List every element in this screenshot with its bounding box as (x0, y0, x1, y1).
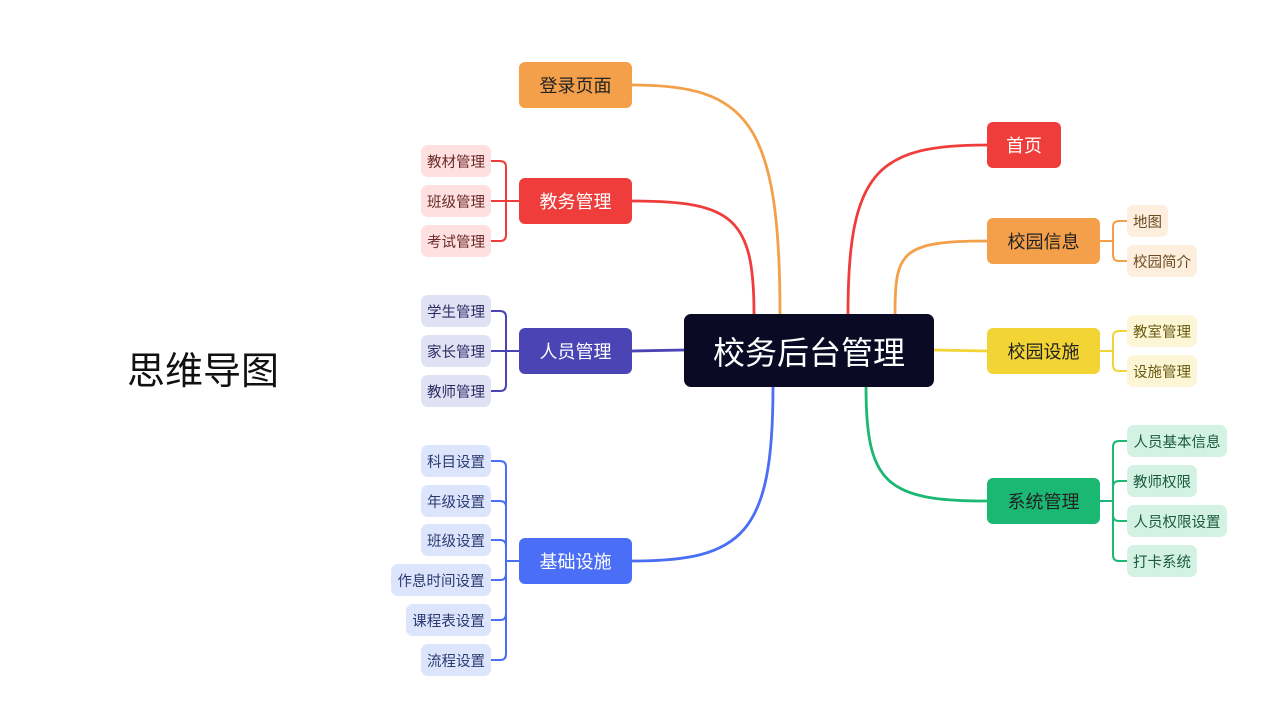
link-system-leaf-0 (1099, 440, 1128, 502)
link-system-leaf-1 (1099, 480, 1128, 502)
leaf-academic-1[interactable]: 班级管理 (421, 185, 491, 217)
link-root-to-system (864, 385, 989, 503)
leaf-basics-2[interactable]: 班级设置 (421, 524, 491, 556)
link-root-to-campus_info (893, 239, 989, 316)
branch-login[interactable]: 登录页面 (519, 62, 632, 108)
leaf-basics-1[interactable]: 年级设置 (421, 485, 491, 517)
leaf-basics-0[interactable]: 科目设置 (421, 445, 491, 477)
branch-home[interactable]: 首页 (987, 122, 1061, 168)
leaf-system-2[interactable]: 人员权限设置 (1127, 505, 1227, 537)
link-basics-leaf-1 (490, 500, 520, 562)
page-title: 思维导图 (127, 349, 280, 393)
root-topic[interactable]: 校务后台管理 (684, 314, 934, 387)
branch-campus_info[interactable]: 校园信息 (987, 218, 1100, 264)
leaf-system-0[interactable]: 人员基本信息 (1127, 425, 1227, 457)
leaf-basics-5[interactable]: 流程设置 (421, 644, 491, 676)
branch-academic[interactable]: 教务管理 (519, 178, 632, 224)
link-campus_facilities-leaf-0 (1099, 330, 1128, 352)
leaf-personnel-1[interactable]: 家长管理 (421, 335, 491, 367)
leaf-campus_facilities-0[interactable]: 教室管理 (1127, 315, 1197, 347)
leaf-campus_info-0[interactable]: 地图 (1127, 205, 1168, 237)
link-basics-leaf-5 (490, 560, 520, 661)
link-root-to-home (846, 143, 989, 316)
link-root-to-basics (630, 385, 775, 563)
link-personnel-leaf-0 (490, 310, 520, 352)
link-root-to-login (630, 83, 782, 316)
link-campus_info-leaf-0 (1099, 220, 1128, 242)
branch-basics[interactable]: 基础设施 (519, 538, 632, 584)
branch-personnel[interactable]: 人员管理 (519, 328, 632, 374)
link-root-to-academic (630, 199, 756, 316)
branch-system[interactable]: 系统管理 (987, 478, 1100, 524)
leaf-system-1[interactable]: 教师权限 (1127, 465, 1197, 497)
leaf-basics-4[interactable]: 课程表设置 (406, 604, 491, 636)
link-campus_facilities-leaf-1 (1099, 350, 1128, 372)
leaf-academic-0[interactable]: 教材管理 (421, 145, 491, 177)
link-system-leaf-3 (1099, 500, 1128, 562)
leaf-personnel-0[interactable]: 学生管理 (421, 295, 491, 327)
leaf-campus_info-1[interactable]: 校园简介 (1127, 245, 1197, 277)
leaf-campus_facilities-1[interactable]: 设施管理 (1127, 355, 1197, 387)
link-root-to-campus_facilities (932, 348, 989, 353)
leaf-system-3[interactable]: 打卡系统 (1127, 545, 1197, 577)
link-campus_info-leaf-1 (1099, 240, 1128, 262)
leaf-basics-3[interactable]: 作息时间设置 (391, 564, 491, 596)
link-personnel-leaf-2 (490, 350, 520, 392)
leaf-personnel-2[interactable]: 教师管理 (421, 375, 491, 407)
link-basics-leaf-0 (490, 460, 520, 562)
link-academic-leaf-0 (490, 160, 520, 202)
link-root-to-personnel (630, 348, 686, 353)
link-academic-leaf-2 (490, 200, 520, 242)
leaf-academic-2[interactable]: 考试管理 (421, 225, 491, 257)
link-basics-leaf-2 (490, 539, 520, 562)
branch-campus_facilities[interactable]: 校园设施 (987, 328, 1100, 374)
